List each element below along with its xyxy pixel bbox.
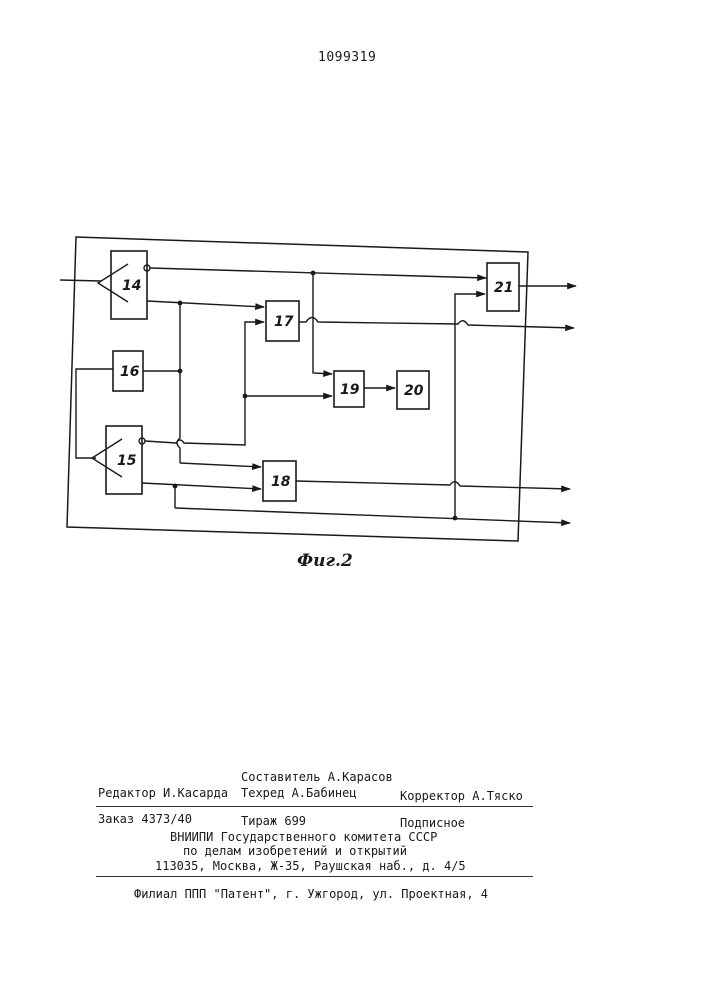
wire-18-out bbox=[296, 481, 570, 489]
imprint-compiler: Составитель А.Карасов bbox=[241, 770, 393, 784]
wire-15-out bbox=[142, 483, 261, 489]
wire-16-to-15 bbox=[76, 369, 113, 458]
label-19: 19 bbox=[340, 382, 360, 398]
wire-15-inv bbox=[145, 322, 264, 445]
wire-tap-to-19 bbox=[313, 273, 332, 374]
imprint-subscription: Подписное bbox=[400, 816, 465, 830]
label-15: 15 bbox=[117, 453, 137, 469]
imprint-circulation: Тираж 699 bbox=[241, 814, 306, 828]
input-wire bbox=[60, 280, 101, 281]
imprint-techred: Техред А.Бабинец bbox=[241, 786, 357, 800]
wire-17-out bbox=[299, 318, 574, 329]
figure-caption: Фиг.2 bbox=[297, 551, 353, 571]
imprint-rule-bottom bbox=[96, 876, 533, 877]
imprint-branch: Филиал ППП "Патент", г. Ужгород, ул. Про… bbox=[134, 887, 488, 901]
wire-180-to-18 bbox=[180, 463, 261, 467]
label-18: 18 bbox=[271, 474, 291, 490]
block-diagram: 14 15 16 17 18 19 20 21 Фиг.2 bbox=[0, 0, 707, 600]
imprint-address: 113035, Москва, Ж-35, Раушская наб., д. … bbox=[155, 859, 466, 873]
label-21: 21 bbox=[494, 280, 513, 296]
label-17: 17 bbox=[274, 314, 294, 330]
imprint-editor: Редактор И.Касарда bbox=[98, 786, 228, 800]
label-14: 14 bbox=[122, 278, 141, 294]
label-16: 16 bbox=[120, 364, 140, 380]
imprint-corrector: Корректор А.Тяско bbox=[400, 789, 523, 803]
imprint-org-line1: ВНИИПИ Государственного комитета СССР bbox=[170, 830, 437, 844]
imprint-order: Заказ 4373/40 bbox=[98, 812, 192, 826]
wire-14-inv-to-21 bbox=[150, 268, 486, 278]
wire-bottom-out bbox=[175, 508, 570, 523]
imprint-org-line2: по делам изобретений и открытий bbox=[183, 844, 407, 858]
wire-14-to-17 bbox=[147, 301, 264, 307]
imprint-rule-top bbox=[96, 806, 533, 807]
label-20: 20 bbox=[404, 383, 424, 399]
wire-vertical-180 bbox=[177, 303, 180, 463]
